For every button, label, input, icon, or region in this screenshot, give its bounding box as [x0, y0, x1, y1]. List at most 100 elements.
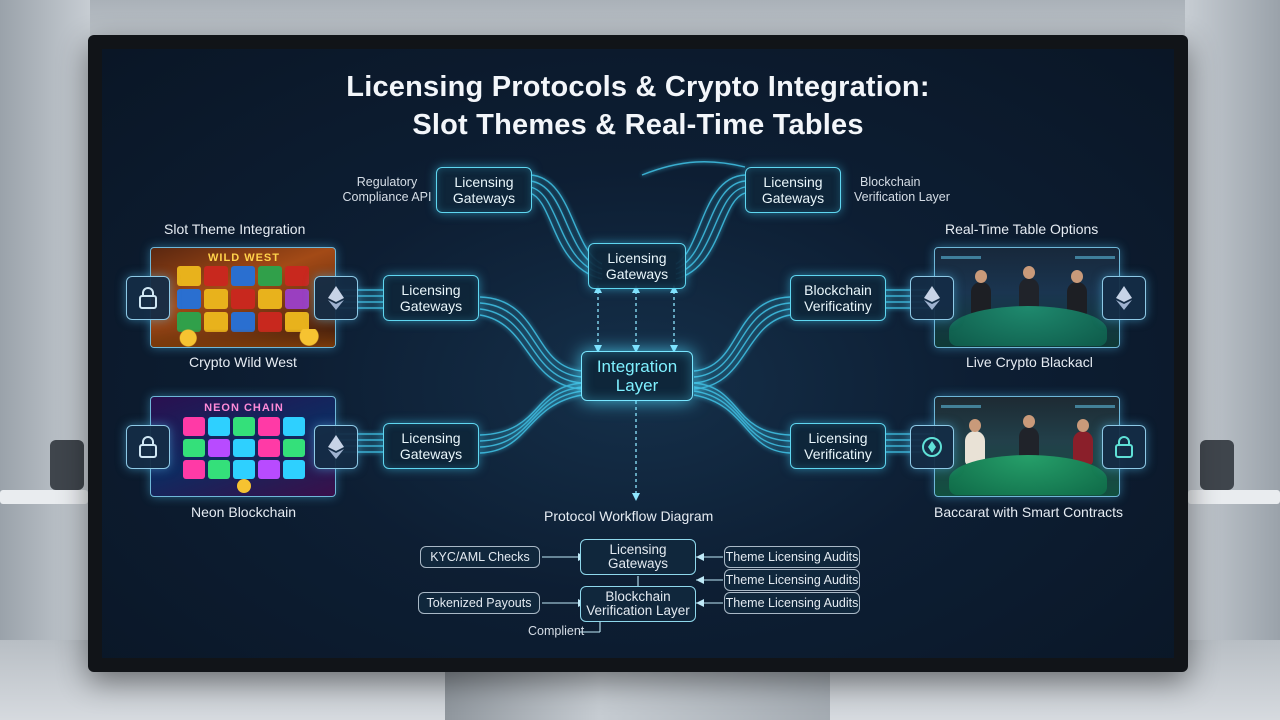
screen-ticker	[1075, 256, 1115, 259]
annotation-text: Regulatory	[356, 175, 418, 189]
slot-symbol	[208, 460, 230, 479]
slot-symbol	[204, 312, 228, 332]
office-desk	[1188, 490, 1280, 504]
workflow-compliance-label: Complient	[528, 624, 585, 638]
workflow-label: Theme Licensing Audits	[725, 596, 859, 610]
shield-icon-glyph	[922, 437, 942, 457]
node-label: Verificatiny	[804, 446, 872, 462]
node-label: Layer	[615, 376, 659, 395]
panel-slot-crypto-wild-west[interactable]: WILD WEST	[150, 247, 336, 348]
ethereum-icon	[1102, 276, 1146, 320]
section-real-time-tables: Real-Time Table Options	[945, 221, 1099, 237]
slot-symbol	[183, 438, 205, 458]
lock-icon	[126, 276, 170, 320]
player-figure	[965, 419, 985, 465]
slot-symbol	[285, 289, 309, 309]
slot-symbol	[258, 312, 282, 332]
node-label: Gateways	[399, 298, 463, 314]
office-wall-left	[0, 0, 90, 720]
slot-symbol	[283, 460, 305, 479]
ethereum-icon	[910, 276, 954, 320]
slot-symbol	[231, 266, 255, 286]
screen-ticker	[941, 405, 981, 408]
node-label: Gateways	[399, 446, 463, 462]
annotation-text: Blockchain	[860, 175, 921, 189]
slot-symbol	[285, 266, 309, 286]
screen-ticker	[1075, 405, 1115, 408]
office-chair	[50, 440, 84, 490]
ethereum-icon	[314, 276, 358, 320]
workflow-label: Tokenized Payouts	[426, 596, 532, 610]
slot-symbol	[283, 417, 305, 436]
ethereum-icon-glyph	[1116, 286, 1132, 310]
workflow-label: Theme Licensing Audits	[725, 550, 859, 564]
lock-icon-glyph	[139, 436, 157, 458]
coin-icon	[237, 479, 251, 493]
slot-symbol	[204, 266, 228, 286]
workflow-kyc-aml[interactable]: KYC/AML Checks	[420, 546, 540, 568]
slot-symbol	[258, 417, 280, 436]
regulatory-compliance-label: Regulatory Compliance API	[332, 175, 442, 205]
diagram-screen: Licensing Protocols & Crypto Integration…	[102, 49, 1174, 658]
office-desk	[0, 490, 88, 504]
player-head	[1077, 419, 1089, 432]
ethereum-icon	[314, 425, 358, 469]
node-label: Gateways	[761, 190, 825, 206]
workflow-tokenized-payouts[interactable]: Tokenized Payouts	[418, 592, 540, 614]
slot-reels	[183, 417, 305, 479]
workflow-label: Theme Licensing Audits	[725, 573, 859, 587]
baccarat-table	[949, 455, 1107, 495]
office-wall-right	[1185, 0, 1280, 720]
panel-live-crypto-blackjack[interactable]	[934, 247, 1120, 348]
section-slot-integration: Slot Theme Integration	[164, 221, 306, 237]
gold-coins	[151, 329, 335, 347]
slot-symbol	[177, 289, 201, 309]
caption-crypto-wild-west: Crypto Wild West	[189, 354, 297, 370]
node-label: Licensing	[607, 250, 667, 266]
slot-symbol	[283, 438, 305, 458]
slot-symbol	[258, 438, 280, 458]
workflow-label: Licensing	[609, 542, 667, 557]
slot-symbol	[183, 417, 205, 436]
panel-slot-neon-blockchain[interactable]: NEON CHAIN	[150, 396, 336, 497]
dealer-head	[1023, 415, 1035, 428]
blackjack-table	[949, 306, 1107, 346]
node-label: Licensing	[454, 174, 514, 190]
workflow-theme-audit-3[interactable]: Theme Licensing Audits	[724, 592, 860, 614]
workflow-label: Verification Layer	[586, 603, 690, 618]
player-figure	[1067, 270, 1087, 316]
diagram-title-line2: Slot Themes & Real-Time Tables	[412, 109, 864, 141]
node-label: Verificatiny	[804, 298, 872, 314]
slot-symbol	[258, 266, 282, 286]
dealer-head	[1023, 266, 1035, 279]
player-figure	[971, 270, 991, 316]
player-head	[975, 270, 987, 283]
workflow-theme-audit-1[interactable]: Theme Licensing Audits	[724, 546, 860, 568]
shield-icon	[910, 425, 954, 469]
caption-neon-blockchain: Neon Blockchain	[191, 504, 297, 520]
caption-baccarat-smart-contracts: Baccarat with Smart Contracts	[934, 504, 1124, 520]
panel-baccarat-smart-contracts[interactable]	[934, 396, 1120, 497]
diagram-title-line1: Licensing Protocols & Crypto Integration…	[346, 71, 930, 103]
slot-symbol	[208, 417, 230, 436]
workflow-label: Gateways	[607, 556, 669, 571]
node-label: Gateways	[605, 266, 669, 282]
slot-symbol	[285, 312, 309, 332]
workflow-theme-audit-2[interactable]: Theme Licensing Audits	[724, 569, 860, 591]
player-figure	[1073, 419, 1093, 465]
slot-reels	[177, 266, 309, 332]
player-head	[969, 419, 981, 432]
slot-symbol	[208, 438, 230, 458]
lock-icon	[1102, 425, 1146, 469]
node-label: Gateways	[452, 190, 516, 206]
